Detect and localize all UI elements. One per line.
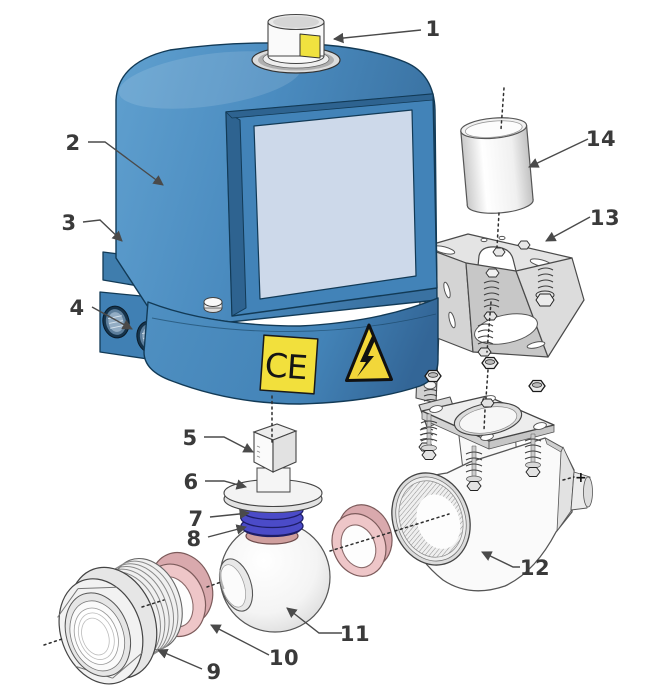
leader-line-10 xyxy=(210,624,270,656)
leader-line-14 xyxy=(528,138,589,168)
leader-line-8 xyxy=(207,524,248,538)
center-lines xyxy=(43,87,575,646)
part-label-7: 7 xyxy=(188,507,204,531)
ball-seat-ring xyxy=(331,504,393,577)
bracket-bolts xyxy=(477,240,555,357)
leader-line-2 xyxy=(88,141,164,186)
end-connector xyxy=(57,557,183,685)
part-label-3: 3 xyxy=(61,211,77,235)
part-label-10: 10 xyxy=(268,646,300,670)
part-label-1: 1 xyxy=(425,17,441,41)
leader-line-12 xyxy=(481,551,520,568)
valve-bore xyxy=(391,472,471,566)
leader-line-3 xyxy=(82,219,123,242)
ce-label: CE xyxy=(259,334,319,395)
part-label-4: 4 xyxy=(69,296,85,320)
part-label-12: 12 xyxy=(519,556,551,580)
position-indicator-cap xyxy=(251,13,341,74)
flange-studs xyxy=(420,413,542,491)
part-label-13: 13 xyxy=(589,206,621,230)
axis-plus-marker: + xyxy=(575,470,587,486)
hex-nut xyxy=(481,356,499,370)
leader-line-4 xyxy=(91,306,133,330)
part-label-11: 11 xyxy=(339,622,371,646)
stem-flange xyxy=(223,478,323,514)
valve-body xyxy=(391,395,593,592)
hex-nut xyxy=(424,369,442,383)
front-panel xyxy=(225,93,438,317)
leader-line-13 xyxy=(545,216,591,242)
ball-bore xyxy=(218,558,254,612)
drive-sleeve xyxy=(460,117,534,214)
part-label-2: 2 xyxy=(65,131,81,155)
hex-nut xyxy=(528,379,546,393)
base-screw xyxy=(203,297,223,313)
leader-lines xyxy=(82,29,591,670)
indicator-window xyxy=(299,33,321,59)
cable-gland xyxy=(102,305,130,339)
part-label-14: 14 xyxy=(585,127,617,151)
leader-line-5 xyxy=(204,436,254,453)
part-label-6: 6 xyxy=(183,470,199,494)
hazard-triangle-icon xyxy=(345,323,393,382)
leader-line-6 xyxy=(205,479,248,490)
window-panel xyxy=(253,109,417,300)
part-label-8: 8 xyxy=(186,527,202,551)
flange-nuts xyxy=(424,356,546,393)
ball-and-stem xyxy=(218,423,331,633)
ce-mark-text: CE xyxy=(264,345,309,387)
part-label-9: 9 xyxy=(206,660,222,684)
part-label-5: 5 xyxy=(182,426,198,450)
iso-flange xyxy=(420,395,555,491)
stem xyxy=(252,423,298,493)
leader-line-1 xyxy=(332,29,422,44)
leader-line-11 xyxy=(286,607,342,634)
actuator-housing: CE xyxy=(99,13,439,405)
leader-line-9 xyxy=(157,648,203,670)
leader-line-7 xyxy=(209,508,251,520)
